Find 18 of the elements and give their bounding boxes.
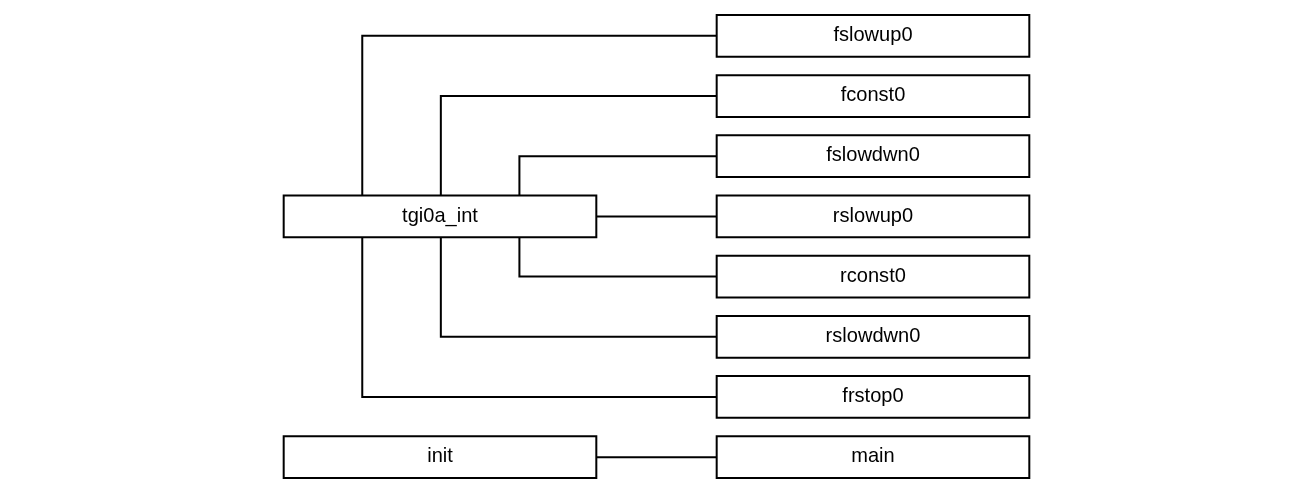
connector (361, 237, 717, 398)
node-box: frstop0 (715, 375, 1031, 419)
connector (518, 155, 717, 196)
connector (439, 237, 717, 338)
node-box: rslowup0 (715, 194, 1031, 239)
connector (596, 456, 717, 459)
node-box: fconst0 (715, 74, 1031, 118)
connector (361, 34, 717, 195)
node-box: rconst0 (715, 254, 1031, 299)
node-box: init (282, 435, 598, 480)
connector (439, 95, 717, 196)
node-box: fslowdwn0 (715, 134, 1031, 179)
connector (518, 237, 717, 278)
node-box: fslowup0 (715, 13, 1031, 58)
connector (596, 215, 717, 218)
node-box: tgi0a_int (282, 194, 598, 239)
node-box: main (715, 435, 1031, 480)
node-box: rslowdwn0 (715, 314, 1031, 359)
